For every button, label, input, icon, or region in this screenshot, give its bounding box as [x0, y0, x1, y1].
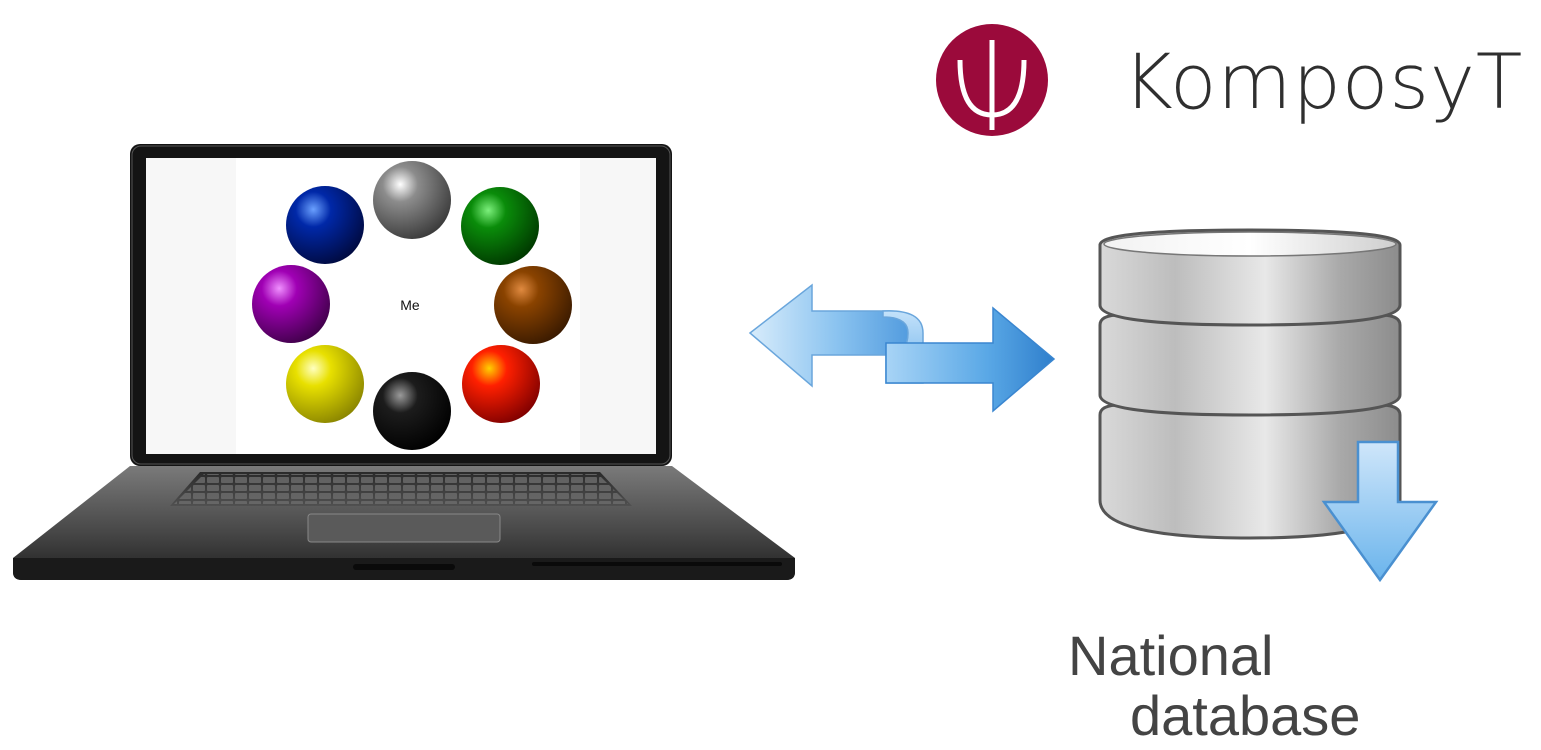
sphere-red	[462, 345, 540, 423]
bidirectional-arrow-icon	[748, 283, 1056, 413]
laptop-illustration	[13, 144, 795, 580]
trident-logo-icon	[936, 24, 1048, 136]
sphere-purple	[252, 265, 330, 343]
database-icon	[1098, 228, 1439, 583]
sphere-green	[461, 187, 539, 265]
sphere-yellow	[286, 345, 364, 423]
sphere-black	[373, 372, 451, 450]
download-arrow-icon	[1321, 440, 1439, 583]
sphere-brown	[494, 266, 572, 344]
laptop: Me	[10, 140, 800, 590]
sphere-gray	[373, 161, 451, 239]
database-caption-line2: database	[1130, 684, 1361, 747]
center-label: Me	[400, 297, 420, 313]
brand-name: KomposyT	[1123, 37, 1524, 126]
database-caption-line1: National	[1068, 624, 1274, 687]
sphere-blue	[286, 186, 364, 264]
database-caption: National database	[1068, 626, 1428, 746]
brand-logo: KomposyT	[930, 20, 1524, 140]
